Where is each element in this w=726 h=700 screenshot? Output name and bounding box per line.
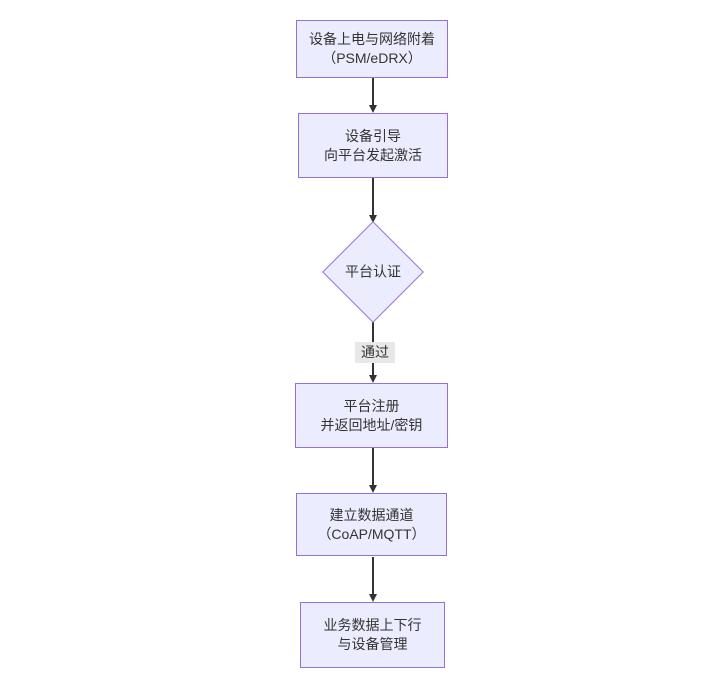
- edge-line: [372, 557, 374, 594]
- node-label-line: （CoAP/MQTT）: [317, 525, 426, 542]
- node-label-line: 向平台发起激活: [324, 146, 422, 163]
- arrowhead-down-icon: [369, 485, 377, 493]
- node-label-line: 业务数据上下行: [323, 617, 422, 633]
- edge-line: [372, 78, 374, 105]
- node-label-line: 与设备管理: [337, 636, 408, 652]
- edge-label-pass: 通过: [355, 342, 395, 363]
- node-label-line: 平台注册: [343, 397, 400, 414]
- flow-node-bootstrap: 设备引导 向平台发起激活: [298, 113, 448, 178]
- arrowhead-down-icon: [369, 105, 377, 113]
- node-label-line: 建立数据通道: [329, 506, 414, 523]
- flow-node-data-channel: 建立数据通道 （CoAP/MQTT）: [296, 493, 447, 556]
- decision-node-platform-auth: 平台认证: [322, 221, 424, 323]
- edge-data-channel-to-business: [369, 557, 378, 602]
- node-label-line: 设备引导: [345, 127, 401, 144]
- arrowhead-down-icon: [369, 375, 377, 383]
- arrowhead-down-icon: [369, 594, 377, 602]
- arrowhead-down-icon: [369, 215, 377, 223]
- edge-line: [372, 448, 374, 485]
- node-label-line: 平台认证: [345, 263, 401, 280]
- edge-register-to-data-channel: [369, 448, 378, 493]
- node-label-line: 并返回地址/密钥: [320, 416, 423, 433]
- node-label-line: 设备上电与网络附着: [309, 31, 435, 47]
- flow-node-register: 平台注册 并返回地址/密钥: [295, 383, 448, 448]
- edge-line: [372, 178, 374, 215]
- flow-node-business-data: 业务数据上下行 与设备管理: [300, 602, 445, 668]
- node-label-line: （PSM/eDRX）: [322, 50, 422, 66]
- edge-bootstrap-to-platform-auth: [369, 178, 378, 223]
- edge-power-attach-to-bootstrap: [369, 78, 378, 113]
- flow-node-power-attach: 设备上电与网络附着 （PSM/eDRX）: [296, 20, 448, 78]
